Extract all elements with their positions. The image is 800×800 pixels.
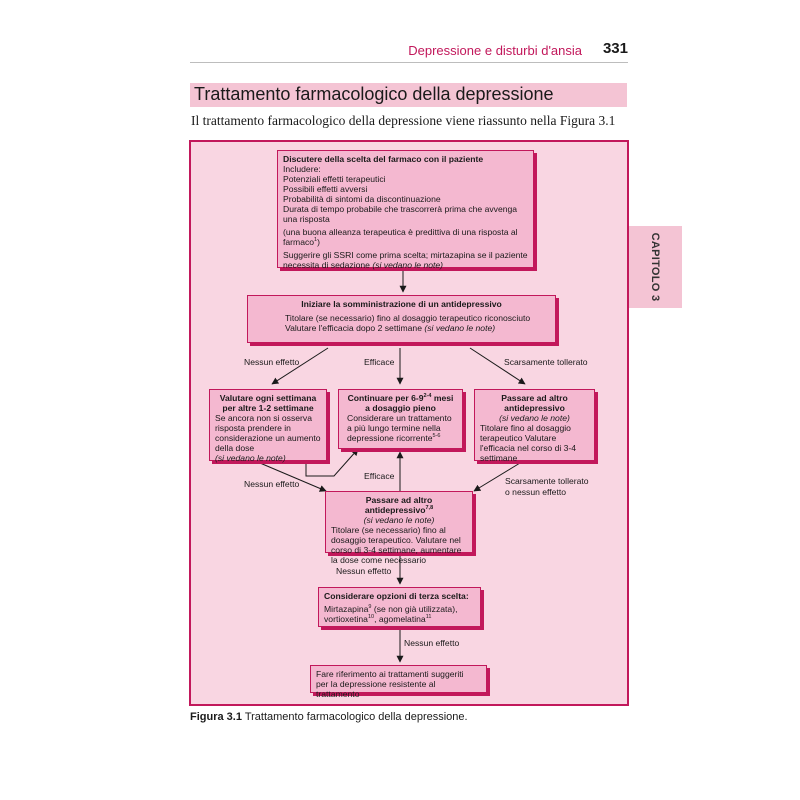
flow-box-continue: Continuare per 6-92-4 mesi a dosaggio pi… (338, 389, 463, 449)
flow-box-discuss: Discutere della scelta del farmaco con i… (277, 150, 534, 270)
flow-box-refer: Fare riferimento ai trattamenti suggerit… (310, 665, 487, 699)
flow-box-refer-line: per la depressione resistente al trattam… (316, 679, 436, 699)
arrow-weekly-to-switch2 (259, 462, 327, 492)
label-no-effect: Nessun effetto (244, 357, 300, 367)
flow-box-switch2-body: Titolare (se necessario) fino al dosaggi… (331, 525, 462, 565)
flow-box-discuss-line: Probabilità di sintomi da discontinuazio… (283, 194, 441, 204)
label-no-effect: Nessun effetto (336, 566, 392, 576)
flow-box-start-title: Iniziare la somministrazione di un antid… (301, 299, 502, 309)
flow-box-third-line: vortioxetina10, agomelatina11 (324, 614, 432, 624)
arrow-switch1-to-switch2 (473, 462, 521, 492)
flow-box-discuss-line: (una buona alleanza terapeutica è predit… (283, 227, 518, 247)
flow-box-third: Considerare opzioni di terza scelta: Mir… (318, 587, 481, 627)
section-title-band: Trattamento farmacologico della depressi… (190, 83, 627, 107)
label-effective: Efficace (364, 357, 395, 367)
flow-box-discuss-line: Durata di tempo probabile che trascorrer… (283, 204, 518, 224)
intro-paragraph: Il trattamento farmacologico della depre… (191, 113, 616, 128)
flow-box-refer-line: Fare riferimento ai trattamenti suggerit… (316, 669, 464, 679)
chapter-thumb-tab: CAPITOLO 3 (628, 226, 682, 308)
flow-box-discuss-line: Suggerire gli SSRI come prima scelta; mi… (283, 250, 528, 270)
flow-box-discuss-line: Potenziali effetti terapeutici (283, 174, 386, 184)
page-number: 331 (602, 40, 628, 57)
flow-box-switch1-body: Titolare fino al dosaggio terapeutico Va… (480, 423, 577, 463)
figure-caption: Figura 3.1 Trattamento farmacologico del… (190, 711, 468, 723)
flow-box-start: Iniziare la somministrazione di un antid… (247, 295, 556, 343)
flow-box-weekly-body: Se ancora non si osserva risposta prende… (215, 413, 321, 453)
flow-box-switch2: Passare ad altro antidepressivo7,8 (si v… (325, 491, 473, 565)
label-no-effect: Nessun effetto (244, 479, 300, 489)
flow-box-third-line: Mirtazapina9 (se non già utilizzata), (324, 604, 458, 614)
flow-box-switch1-note: (si vedano le note) (499, 413, 570, 423)
flow-box-switch1-title: Passare ad altro antidepressivo (501, 393, 568, 413)
running-header-title: Depressione e disturbi d'ansia (408, 43, 582, 58)
flow-box-discuss-line: Includere: (283, 164, 321, 174)
flow-box-start-line: Valutare l'efficacia dopo 2 settimane (s… (285, 323, 496, 333)
arrow-start-to-weekly (271, 347, 329, 385)
arrow-start-to-switch1 (469, 347, 526, 385)
label-poorly-or-none: o nessun effetto (505, 487, 566, 497)
flow-box-start-line: Titolare (se necessario) fino al dosaggi… (285, 313, 531, 323)
running-header: Depressione e disturbi d'ansia 331 (190, 40, 628, 63)
figure-caption-text: Trattamento farmacologico della depressi… (241, 711, 468, 723)
flow-box-weekly-title: Valutare ogni settimana per altre 1-2 se… (219, 393, 317, 413)
flow-box-weekly: Valutare ogni settimana per altre 1-2 se… (209, 389, 327, 463)
arrow-weekly-to-continue (305, 448, 359, 477)
flow-box-continue-body: Considerare un trattamento a più lungo t… (347, 413, 452, 443)
flow-box-third-title: Considerare opzioni di terza scelta: (324, 591, 469, 601)
label-effective: Efficace (364, 471, 395, 481)
label-poorly-tolerated: Scarsamente tollerato (504, 357, 588, 367)
label-no-effect: Nessun effetto (404, 638, 460, 648)
label-poorly-or-none: Scarsamente tollerato (505, 476, 589, 486)
figure-caption-label: Figura 3.1 (190, 711, 242, 723)
section-title: Trattamento farmacologico della depressi… (194, 84, 554, 104)
flow-box-weekly-note: (si vedano le note) (215, 453, 286, 463)
flow-box-switch1: Passare ad altro antidepressivo (si veda… (474, 389, 595, 463)
flow-box-discuss-line: Possibili effetti avversi (283, 184, 368, 194)
flow-box-continue-title: Continuare per 6-92-4 mesi a dosaggio pi… (347, 393, 454, 413)
flow-box-discuss-title: Discutere della scelta del farmaco con i… (283, 154, 484, 164)
flow-box-switch2-note: (si vedano le note) (363, 515, 435, 525)
flow-box-switch2-title: Passare ad altro antidepressivo7,8 (364, 495, 434, 515)
